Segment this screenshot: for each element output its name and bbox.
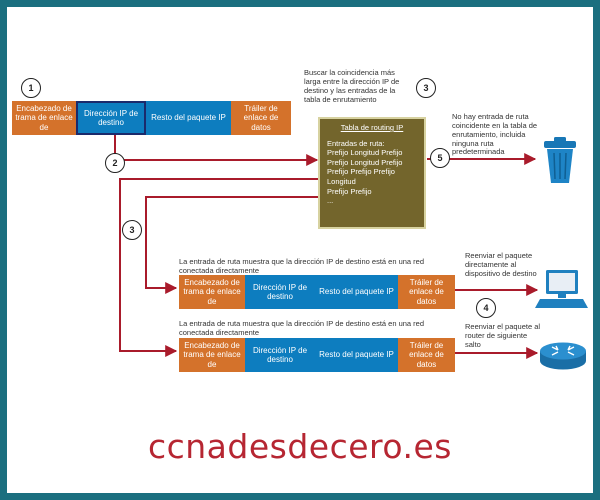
top-frame-header: Encabezado de trama de enlace de xyxy=(12,101,76,135)
bottom-frame-destination-ip: Dirección IP de destino xyxy=(245,338,315,372)
arrow-to-nexthop-frame xyxy=(119,178,318,357)
routing-table: Tabla de routing IP Entradas de ruta: Pr… xyxy=(318,117,426,229)
watermark-logo: ccnadesdecero.es xyxy=(147,427,452,466)
mid-frame-destination-ip: Dirección IP de destino xyxy=(245,275,315,309)
bottom-frame-trailer: Tráiler de enlace de datos xyxy=(398,338,455,372)
mid-frame-header: Encabezado de trama de enlace de xyxy=(179,275,245,309)
top-frame-trailer: Tráiler de enlace de datos xyxy=(231,101,291,135)
remote-network-caption: La entrada de ruta muestra que la direcc… xyxy=(179,319,425,337)
top-frame-trailer-label: Tráiler de enlace de datos xyxy=(243,104,279,132)
step-1-marker: 1 xyxy=(21,78,41,98)
bottom-frame-trailer-label: Tráiler de enlace de datos xyxy=(409,341,444,369)
forward-router-caption: Reenviar el paquete al router de siguien… xyxy=(465,322,541,349)
direct-network-caption: La entrada de ruta muestra que la direcc… xyxy=(179,257,425,275)
routing-table-line: Prefijo Prefijo xyxy=(327,186,372,196)
bottom-frame-packet-rest-label: Resto del paquete IP xyxy=(319,350,394,360)
arrow-to-routing-table xyxy=(114,135,319,166)
mid-frame-header-label: Encabezado de trama de enlace de xyxy=(183,278,241,306)
step-3-marker: 3 xyxy=(122,220,142,240)
top-frame-header-label: Encabezado de trama de enlace de xyxy=(15,104,73,132)
routing-table-line: Prefijo Longitud Prefijo xyxy=(327,148,403,158)
mid-frame-packet-rest-label: Resto del paquete IP xyxy=(319,287,394,297)
mid-frame-packet-rest: Resto del paquete IP xyxy=(315,275,398,309)
routing-table-line: ... xyxy=(327,196,334,206)
routing-table-line: Longitud xyxy=(327,177,356,186)
routing-table-title: Tabla de routing IP xyxy=(340,123,404,132)
step-3-search-marker: 3 xyxy=(416,78,436,98)
trash-can-icon xyxy=(544,137,576,183)
forward-device-caption: Reenviar el paquete directamente al disp… xyxy=(465,251,537,278)
top-frame-destination-ip-label: Dirección IP de destino xyxy=(83,108,139,127)
router-icon xyxy=(540,342,586,370)
diagram-frame: Encabezado de trama de enlace de Direcci… xyxy=(7,7,593,493)
top-frame-packet-rest: Resto del paquete IP xyxy=(146,101,231,135)
bottom-frame-packet-rest: Resto del paquete IP xyxy=(315,338,398,372)
search-caption: Buscar la coincidencia más larga entre l… xyxy=(304,68,400,104)
bottom-frame-header-label: Encabezado de trama de enlace de xyxy=(183,341,241,369)
no-route-caption: No hay entrada de ruta coincidente en la… xyxy=(452,112,538,157)
mid-frame-destination-ip-label: Dirección IP de destino xyxy=(252,282,308,301)
routing-table-line: Prefijo Prefijo Prefijo xyxy=(327,167,395,177)
flow-lines xyxy=(114,135,588,370)
bottom-frame-header: Encabezado de trama de enlace de xyxy=(179,338,245,372)
top-frame-destination-ip: Dirección IP de destino xyxy=(76,101,146,135)
mid-frame-trailer-label: Tráiler de enlace de datos xyxy=(409,278,444,306)
step-5-marker: 5 xyxy=(430,148,450,168)
routing-table-entries-label: Entradas de ruta: xyxy=(327,138,385,148)
routing-table-line: Prefijo Longitud Prefijo xyxy=(327,157,403,167)
bottom-frame-destination-ip-label: Dirección IP de destino xyxy=(252,345,308,364)
step-2-marker: 2 xyxy=(105,153,125,173)
computer-icon xyxy=(535,270,588,308)
step-4-marker: 4 xyxy=(476,298,496,318)
arrow-to-direct-frame xyxy=(145,196,318,294)
mid-frame-trailer: Tráiler de enlace de datos xyxy=(398,275,455,309)
top-frame-packet-rest-label: Resto del paquete IP xyxy=(151,113,226,123)
